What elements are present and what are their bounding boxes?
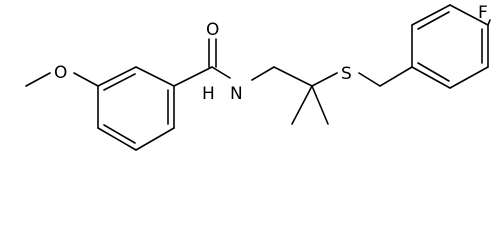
atom-label-fluorine: F <box>478 3 488 23</box>
bond <box>97 127 137 151</box>
atom-label-carbonyl-oxygen: O <box>206 20 219 40</box>
bond-double-inner <box>417 11 450 30</box>
bond-s-to-ch2 <box>358 72 381 87</box>
methoxyphenyl-ring <box>97 66 175 151</box>
atom-label-methoxy-oxygen: O <box>54 63 67 83</box>
bond-carbonyl-to-n <box>211 66 231 79</box>
bond-cq-methyl-right <box>311 85 329 125</box>
bond-double-inner <box>417 62 450 82</box>
atom-label-amide-nitrogen: N <box>230 84 243 104</box>
molecule-diagram: O N H S O F <box>25 3 491 151</box>
bond-ring-to-carbonyl-c <box>173 66 213 87</box>
bond-ring-to-methoxy-o <box>73 72 99 87</box>
bond <box>411 4 451 26</box>
bond-n-to-ch2 <box>251 66 275 81</box>
atom-label-amide-hydrogen: H <box>202 84 215 104</box>
bond-double-inner <box>103 124 136 144</box>
bond <box>135 127 175 151</box>
bond <box>449 66 489 89</box>
bond-cq-to-s <box>311 72 338 87</box>
bond-cq-methyl-left <box>291 85 313 125</box>
bond <box>135 66 175 87</box>
bond-ch2-to-cq <box>273 66 313 87</box>
bond <box>411 66 451 89</box>
bond <box>97 66 137 87</box>
bond-methoxy-o-to-methyl <box>25 72 51 87</box>
structure-canvas: O N H S O F <box>25 3 491 151</box>
bond-ring-to-f <box>487 19 491 26</box>
bond-ch2-to-ring <box>379 66 413 87</box>
fluorophenyl-ring <box>411 4 489 89</box>
atom-label-sulfur: S <box>341 64 352 84</box>
bond-double-inner <box>103 73 136 91</box>
bond <box>449 4 489 26</box>
